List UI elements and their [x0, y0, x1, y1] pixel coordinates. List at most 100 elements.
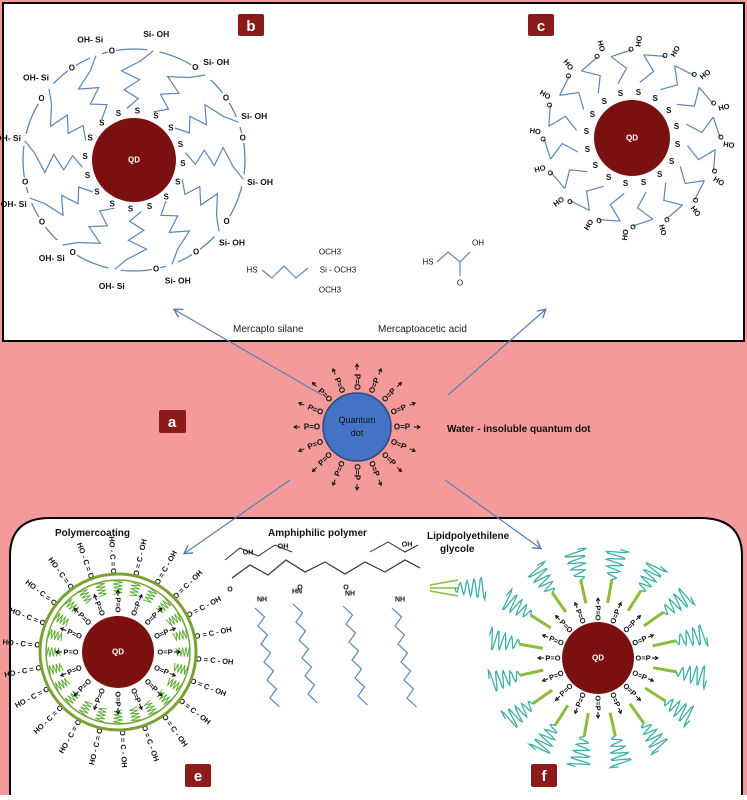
acetic-chain: [660, 65, 679, 91]
hydroxyl-group: HO: [529, 126, 542, 137]
alkyl-chain: [172, 628, 188, 641]
propyl-chain: [77, 55, 108, 120]
lipid-tail: [519, 668, 544, 677]
oxygen-atom: O: [70, 248, 76, 257]
badge-a: a: [159, 410, 186, 433]
ligand-arrow-head: [93, 705, 98, 711]
arrow-to-b: [175, 310, 323, 396]
carbonyl-oxygen: O: [565, 72, 574, 81]
ligand-arrow-head: [93, 593, 98, 599]
qd-core-c-label: QD: [626, 134, 638, 143]
shell-gap: [67, 62, 76, 73]
ligand-arrow-head: [554, 696, 560, 702]
ligand-arrow-head: [354, 363, 360, 368]
carbonyl-bond: [548, 104, 551, 127]
qd-core-e: [82, 616, 154, 688]
polymer-shell-outer: [38, 572, 198, 732]
phosphine-oxide: O=P: [594, 695, 603, 710]
oxygen-atom: O: [192, 63, 198, 72]
badge-f: f: [531, 764, 557, 787]
lipid-tail: [626, 589, 643, 612]
acid-o: O: [457, 279, 463, 288]
carbonyl-bond: [543, 138, 552, 160]
peg-coil: [676, 664, 708, 691]
carboxyl-group: HO - C = O: [2, 637, 41, 649]
silane-hs: HS: [246, 266, 257, 275]
qd-core-b-label: QD: [128, 156, 140, 165]
hydroxyl-group: HO: [620, 228, 631, 241]
ligand-arrow-head: [158, 692, 163, 697]
shell-gap: [90, 50, 103, 61]
phosphine-oxide: P=O: [545, 654, 560, 663]
alkyl-chain: [54, 677, 71, 693]
arrow-to-c: [447, 310, 545, 396]
lipid-tail: [582, 712, 590, 738]
ligand-arrow-head: [73, 607, 78, 612]
sulfur-atom: S: [99, 119, 105, 128]
amide-nitrogen: NH: [345, 591, 355, 598]
ligand-arrow: [332, 479, 336, 486]
ligand-arrow-head: [297, 401, 303, 407]
alkyl-chain: [53, 612, 69, 627]
phosphine-oxide: P=O: [304, 423, 320, 432]
acetic-chain: [585, 185, 604, 211]
arrow-to-f: [444, 479, 540, 548]
propyl-chain: [185, 146, 244, 180]
hydrophobic-tail: [342, 605, 368, 706]
hydrophobic-tail: [292, 603, 318, 704]
ligand-arrow-head: [595, 597, 601, 602]
sulfur-atom: S: [584, 127, 590, 136]
sulfur-atom: S: [657, 170, 663, 179]
ligand-arrow: [409, 402, 416, 406]
carbonyl-bond: [632, 218, 654, 227]
shell-gap: [37, 93, 46, 104]
carbonyl-oxygen: O: [710, 168, 718, 175]
acetic-chain: [636, 191, 654, 220]
qd-core-c: [594, 100, 670, 176]
propyl-chain: [181, 179, 220, 232]
badge-e: e: [185, 764, 211, 787]
sulfur-atom: S: [602, 97, 608, 106]
alkyl-chain: [77, 588, 93, 605]
peg-coil: [675, 623, 709, 648]
carbonyl-oxygen: O: [547, 101, 555, 108]
polymer-atom: OH: [402, 542, 413, 549]
silanol-group: Si- OH: [219, 237, 245, 247]
ligand-arrow-head: [138, 593, 143, 599]
water-insoluble-caption: Water - insoluble quantum dot: [447, 424, 591, 435]
polymer-ring: [224, 544, 293, 561]
carbonyl-oxygen: O: [716, 134, 724, 142]
ligand-arrow-head: [331, 367, 337, 373]
sulfur-atom: S: [674, 122, 680, 131]
phosphine-oxide: P=O: [353, 374, 362, 390]
shell-gap: [238, 132, 247, 143]
carbonyl-oxygen: O: [629, 222, 637, 230]
sulfur-atom: S: [168, 123, 174, 132]
oxygen-atom: O: [22, 178, 28, 187]
phosphine-oxide: O=P: [394, 423, 411, 432]
ligand-arrow-head: [377, 367, 383, 373]
carbonyl-oxygen: O: [546, 168, 555, 177]
alkyl-chain: [129, 706, 142, 722]
peg-coil-legend: [454, 576, 487, 603]
carbonyl-bond: [570, 200, 590, 211]
carbonyl-bond: [643, 54, 666, 57]
peg-coil: [488, 625, 520, 652]
badge-f-label: f: [542, 768, 548, 785]
peg-coil: [608, 735, 633, 769]
ligand-arrow: [298, 448, 305, 452]
ligand-arrow-head: [176, 649, 181, 655]
shell-gap: [222, 92, 231, 103]
silane-och3-top: OCH3: [319, 248, 342, 257]
peg-coil: [604, 548, 631, 580]
oxygen-atom: O: [39, 218, 45, 227]
ligand-arrow: [378, 368, 382, 375]
polymer-ring: [369, 541, 419, 553]
carbonyl-bond: [598, 219, 621, 222]
shell-gap: [68, 247, 77, 258]
oxygen-atom: O: [153, 264, 159, 273]
hydroxyl-group: HO: [634, 35, 645, 48]
